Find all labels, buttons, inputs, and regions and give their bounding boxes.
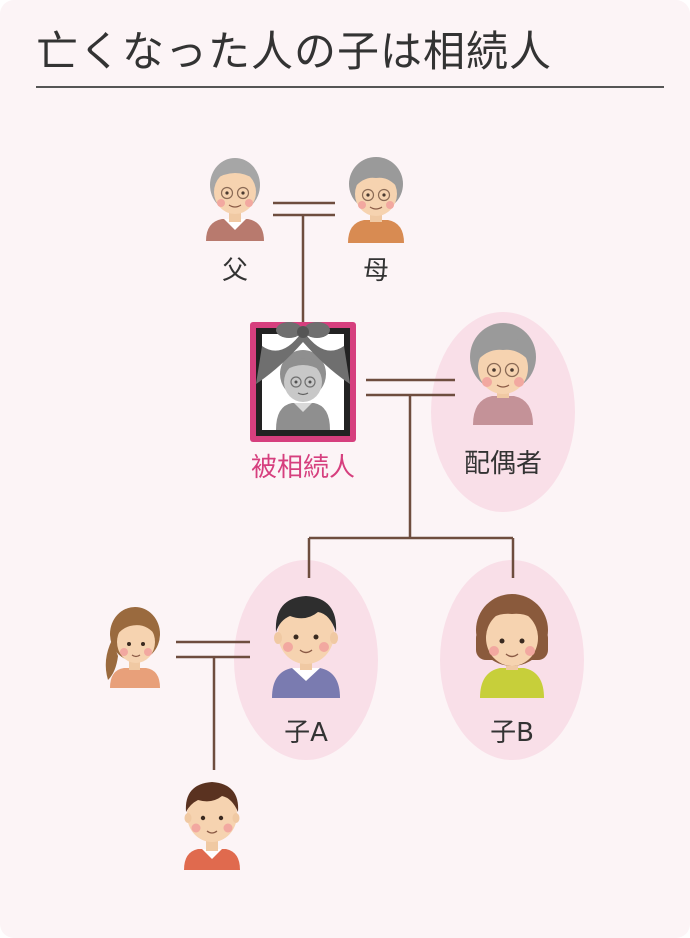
grandfather-icon — [206, 158, 264, 241]
memorial-portrait-icon — [250, 322, 356, 442]
young-woman-icon — [105, 607, 160, 688]
page-title: 亡くなった人の子は相続人 — [36, 27, 553, 76]
spouse-label: 配偶者 — [463, 449, 542, 479]
woman-icon — [476, 594, 548, 698]
grandmother-icon — [348, 157, 404, 243]
title-underline — [36, 86, 664, 88]
child-b-label: 子B — [490, 718, 534, 748]
mother-label: 母 — [362, 256, 389, 286]
man-icon — [272, 596, 340, 698]
boy-icon — [184, 782, 240, 870]
elderly-woman-icon — [470, 323, 536, 425]
father-label: 父 — [221, 256, 248, 286]
deceased-label: 被相続人 — [250, 453, 355, 483]
connector-lines — [176, 201, 515, 770]
child-a-label: 子A — [284, 718, 328, 748]
